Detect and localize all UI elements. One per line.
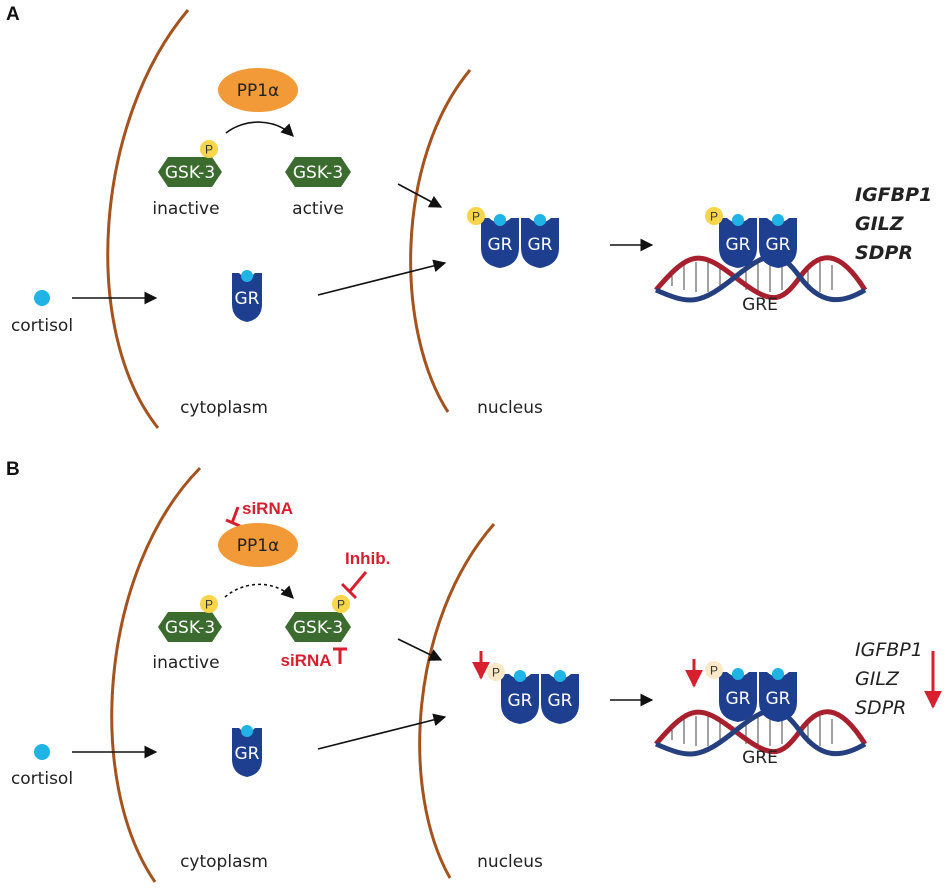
gr-dimer-label-1: GR <box>488 235 513 255</box>
phosphate-label: P <box>710 664 718 678</box>
gene-gilz: GILZ <box>855 668 900 690</box>
dna-helix <box>654 253 868 303</box>
gsk3-right: GSK-3 P <box>285 595 351 642</box>
cytoplasm-label: cytoplasm <box>180 852 268 872</box>
sirna-top-label: siRNA <box>242 499 293 518</box>
gsk3-right-label: GSK-3 <box>293 618 343 638</box>
gene-sdpr: SDPR <box>855 242 913 264</box>
gre-label: GRE <box>742 748 778 768</box>
gr-dna-label-1: GR <box>726 235 751 255</box>
gr-dimer-label-2: GR <box>548 691 573 711</box>
reduced-activation-arrow <box>224 583 294 599</box>
gsk3-to-nucleus-arrow <box>397 638 443 661</box>
gr-dimer-on-dna: GR GR P <box>705 661 797 722</box>
gsk3-right-label: GSK-3 <box>293 163 343 183</box>
gre-label: GRE <box>742 295 778 315</box>
cell-membrane <box>110 466 202 883</box>
phosphate-icon <box>487 663 505 681</box>
cortisol-icon <box>34 290 50 306</box>
phosphate-icon <box>705 207 723 225</box>
nuclear-membrane <box>418 523 496 879</box>
pp1-alpha: PP1α <box>218 68 298 112</box>
sirna-inhibition-bottom: siRNA <box>280 647 347 670</box>
inhib-label: Inhib. <box>345 549 390 568</box>
phosphate-label: P <box>472 210 480 224</box>
phosphate-icon <box>332 595 350 613</box>
phosphate-label: P <box>205 598 213 612</box>
gsk3-to-nucleus-arrow <box>397 183 443 208</box>
nucleus-label: nucleus <box>477 398 543 418</box>
gsk3-inactive: GSK-3 P <box>158 140 222 187</box>
nuclear-membrane <box>409 69 472 413</box>
gr-receptor-cytoplasm: GR <box>232 270 262 322</box>
panel-a: A PP1α GSK-3 P inactive GSK-3 active co <box>6 4 932 429</box>
phosphate-label: P <box>710 210 718 224</box>
gr-to-nucleus-arrow <box>317 713 447 750</box>
gsk3-inactive: GSK-3 P <box>158 595 222 642</box>
gsk3-left-label: GSK-3 <box>165 163 215 183</box>
phosphate-icon <box>467 207 485 225</box>
gsk3-active: GSK-3 <box>285 157 351 187</box>
gr-label: GR <box>235 744 260 764</box>
panel-a-label: A <box>6 4 20 25</box>
gr-dimer-on-dna: GR GR P <box>705 207 797 268</box>
pp1-alpha: PP1α <box>218 523 298 567</box>
panel-b: B siRNA PP1α Inhib. GSK-3 P inactive <box>6 459 942 883</box>
cell-membrane <box>106 9 190 429</box>
phosphate-icon <box>200 140 218 158</box>
cytoplasm-label: cytoplasm <box>180 398 268 418</box>
gr-dna-label-2: GR <box>766 235 791 255</box>
inactive-label: inactive <box>152 199 219 219</box>
phosphate-label: P <box>337 598 345 612</box>
sirna-inhibition-top: siRNA <box>225 499 293 528</box>
gene-igfbp1: IGFBP1 <box>855 639 923 661</box>
gr-dna-label-1: GR <box>726 689 751 709</box>
activation-arrow <box>225 121 294 137</box>
gr-dimer-label-1: GR <box>508 691 533 711</box>
gr-receptor-cytoplasm: GR <box>232 725 262 777</box>
gr-to-nucleus-arrow <box>317 259 447 296</box>
pp1-label: PP1α <box>237 81 280 101</box>
phosphate-icon <box>705 661 723 679</box>
gene-sdpr: SDPR <box>855 697 906 719</box>
cortisol-icon <box>34 744 50 760</box>
gene-igfbp1: IGFBP1 <box>855 184 932 206</box>
phosphate-icon <box>200 595 218 613</box>
gr-label: GR <box>235 289 260 309</box>
nucleus-label: nucleus <box>477 852 543 872</box>
panel-b-label: B <box>6 459 20 480</box>
phosphate-label: P <box>492 666 500 680</box>
gr-dimer-nucleus: GR GR P <box>487 663 579 724</box>
gr-dimer-nucleus: GR GR P <box>467 207 559 268</box>
inhibitor-block: Inhib. <box>340 549 390 600</box>
active-label: active <box>292 199 344 219</box>
gr-dimer-label-2: GR <box>528 235 553 255</box>
cortisol-label: cortisol <box>11 769 73 789</box>
pp1-label: PP1α <box>237 536 280 556</box>
gsk3-left-label: GSK-3 <box>165 618 215 638</box>
gr-dna-label-2: GR <box>766 689 791 709</box>
phosphate-label: P <box>205 143 213 157</box>
sirna-bottom-label: siRNA <box>280 651 331 670</box>
gene-gilz: GILZ <box>855 213 905 235</box>
cortisol-label: cortisol <box>11 316 73 336</box>
inactive-label: inactive <box>152 653 219 673</box>
